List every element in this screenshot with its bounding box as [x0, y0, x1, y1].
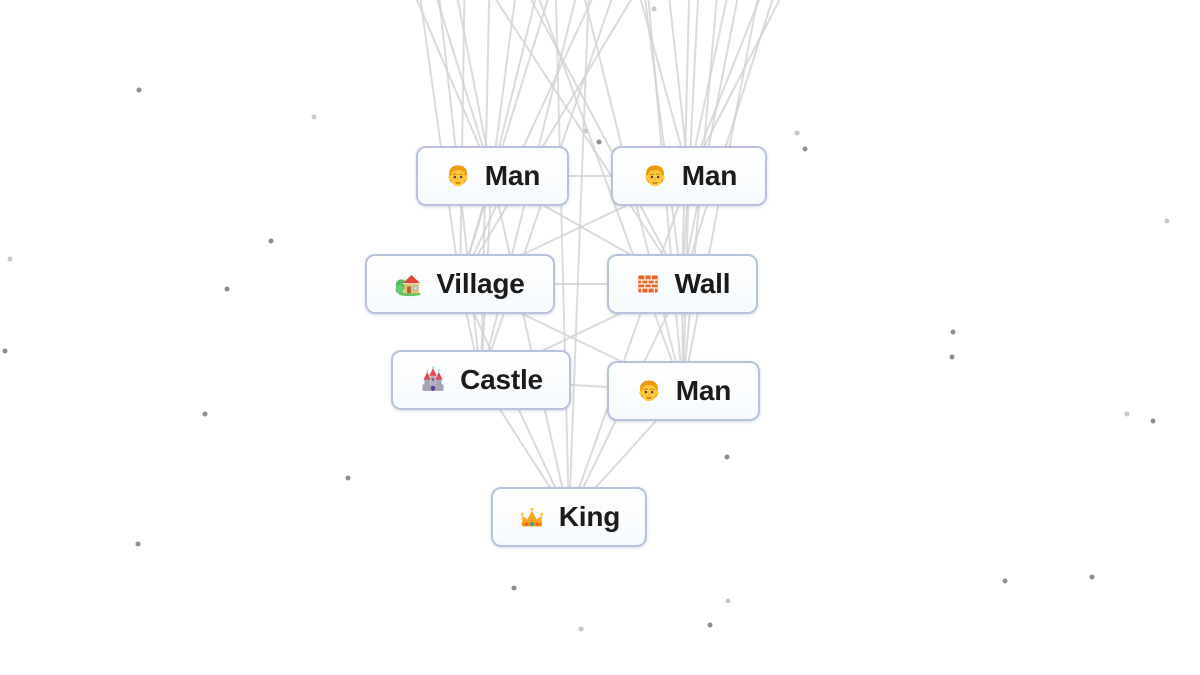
- connection-line: [688, 0, 728, 177]
- connection-line: [491, 0, 537, 177]
- background-dot: [311, 114, 317, 120]
- background-dot: [1150, 418, 1156, 424]
- background-dot: [1002, 578, 1008, 584]
- craft-item-wall[interactable]: Wall: [606, 254, 758, 314]
- connection-line: [456, 0, 493, 177]
- background-dot: [202, 411, 208, 417]
- background-dot: [511, 585, 517, 591]
- background-dot: [135, 541, 141, 547]
- background-dot: [707, 622, 713, 628]
- background-dot: [268, 238, 274, 244]
- item-label: King: [558, 501, 621, 532]
- background-dot: [7, 256, 13, 262]
- background-dot: [794, 130, 800, 136]
- background-dot: [949, 354, 955, 360]
- background-dot: [724, 454, 730, 460]
- man-icon: [635, 377, 663, 405]
- craft-item-man-2[interactable]: Man: [611, 146, 767, 206]
- connection-line: [644, 0, 683, 285]
- craft-item-castle[interactable]: Castle: [391, 350, 571, 410]
- background-dot: [950, 329, 956, 335]
- item-label: Castle: [460, 364, 543, 395]
- connection-line: [491, 0, 516, 177]
- item-label: Man: [675, 375, 732, 406]
- connection-line: [568, 175, 690, 518]
- craft-item-king[interactable]: King: [491, 487, 647, 547]
- connection-line: [555, 0, 570, 518]
- craft-item-man-3[interactable]: Man: [606, 361, 760, 421]
- connection-line: [459, 0, 466, 285]
- connection-line: [639, 0, 690, 177]
- connection-line: [436, 0, 493, 177]
- connection-line: [530, 0, 683, 285]
- item-label: Man: [681, 160, 738, 191]
- connection-line: [491, 175, 570, 518]
- connection-line: [688, 0, 699, 177]
- man-icon: [444, 162, 472, 190]
- connection-line: [568, 0, 590, 518]
- connection-line: [688, 0, 761, 177]
- background-dot: [1164, 218, 1170, 224]
- background-dot: [583, 128, 589, 134]
- wall-icon: [634, 270, 662, 298]
- man-icon: [641, 162, 669, 190]
- background-dot: [136, 87, 142, 93]
- item-label: Man: [484, 160, 541, 191]
- item-label: Village: [436, 268, 525, 299]
- background-dot: [1124, 411, 1130, 417]
- connection-line: [419, 0, 461, 285]
- craft-item-village[interactable]: Village: [365, 254, 555, 314]
- king-icon: [518, 503, 546, 531]
- item-label: Wall: [674, 268, 731, 299]
- background-dot: [578, 626, 584, 632]
- connection-line: [494, 0, 683, 285]
- background-dot: [802, 146, 808, 152]
- background-dot: [596, 139, 602, 145]
- craft-item-man-1[interactable]: Man: [415, 146, 569, 206]
- connection-line: [459, 0, 633, 285]
- background-dot: [2, 348, 8, 354]
- connection-line: [681, 0, 739, 285]
- background-dot: [345, 475, 351, 481]
- castle-icon: [419, 366, 447, 394]
- background-dot: [651, 6, 657, 12]
- background-dot: [1089, 574, 1095, 580]
- connection-line: [681, 0, 691, 285]
- village-icon: [395, 270, 423, 298]
- background-dot: [725, 598, 731, 604]
- background-dot: [224, 286, 230, 292]
